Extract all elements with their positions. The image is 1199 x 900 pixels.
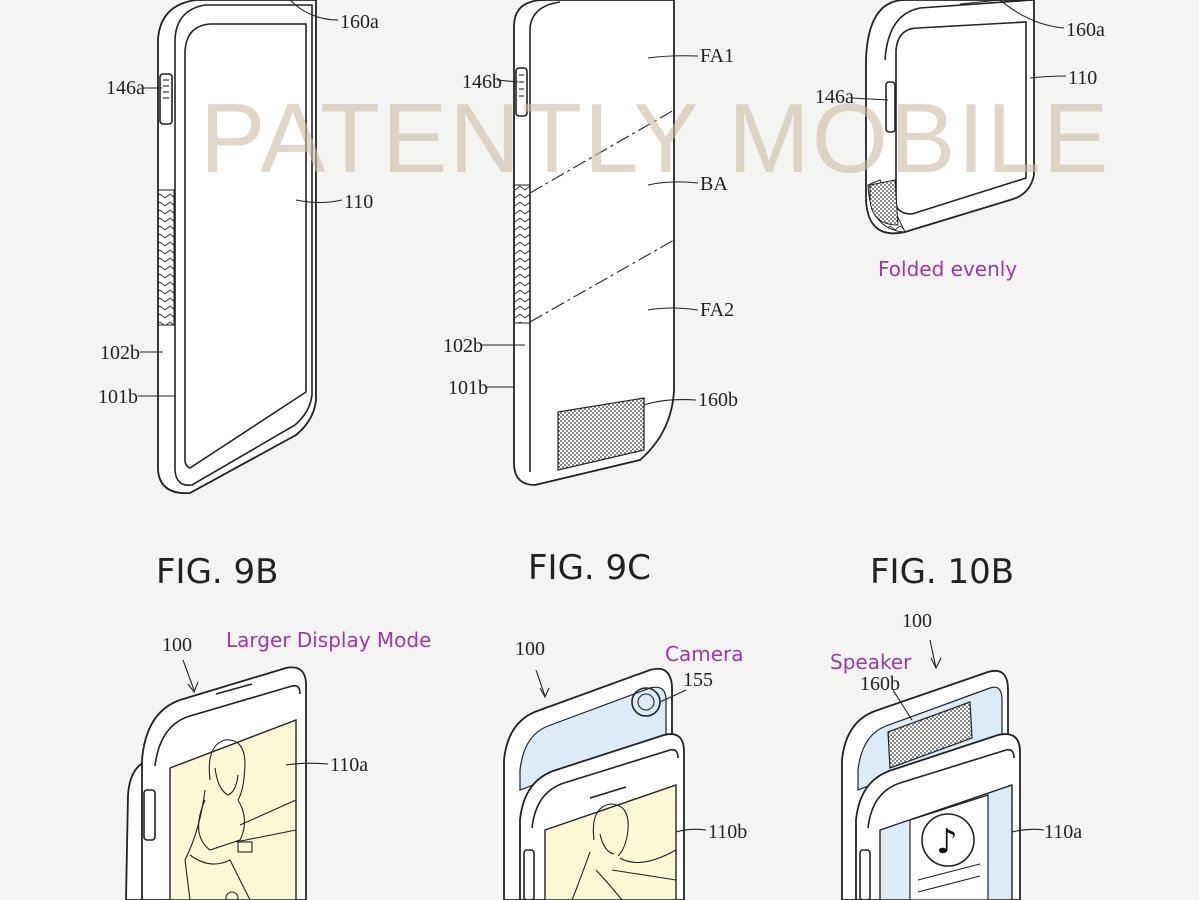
caption-speaker: Speaker bbox=[830, 650, 912, 674]
leader-lines-bottom-middle bbox=[535, 669, 707, 833]
leader-lines-top-middle bbox=[481, 55, 699, 406]
ref-110a-bottom-right: 110a bbox=[1044, 821, 1082, 843]
fig-label-9b: FIG. 9B bbox=[156, 552, 279, 592]
ref-ba: BA bbox=[700, 173, 728, 195]
caption-folded-evenly: Folded evenly bbox=[878, 257, 1017, 281]
music-note-icon: ♪ bbox=[936, 822, 958, 862]
caption-camera: Camera bbox=[665, 642, 744, 666]
ref-146b: 146b bbox=[462, 71, 502, 93]
ref-102b-top-left: 102b bbox=[100, 342, 140, 364]
ref-160b-top-middle: 160b bbox=[698, 389, 738, 411]
ref-fa1: FA1 bbox=[700, 45, 734, 67]
ref-146a-top-right: 146a bbox=[815, 86, 854, 108]
ref-100-bottom-left: 100 bbox=[162, 634, 192, 656]
phone-larger-display-mode bbox=[125, 666, 307, 900]
watermark-text: PATENTLY MOBILE bbox=[200, 83, 1110, 193]
ref-101b-top-left: 101b bbox=[98, 386, 138, 408]
ref-160b-bottom-right: 160b bbox=[860, 673, 900, 695]
ref-100-bottom-middle: 100 bbox=[515, 638, 545, 660]
fig-label-10b: FIG. 10B bbox=[870, 552, 1014, 592]
ref-fa2: FA2 bbox=[700, 299, 734, 321]
fig-label-9c: FIG. 9C bbox=[528, 548, 651, 588]
ref-100-bottom-right: 100 bbox=[902, 610, 932, 632]
ref-102b-top-middle: 102b bbox=[443, 335, 483, 357]
phone-speaker-mode: ♪ bbox=[841, 669, 1021, 900]
ref-160a-top-right: 160a bbox=[1066, 19, 1105, 41]
leader-lines-bottom-left bbox=[182, 659, 329, 766]
phone-folded-evenly bbox=[865, 0, 1035, 235]
phone-unfolded-front bbox=[157, 0, 317, 494]
phone-camera-mode bbox=[503, 667, 685, 900]
ref-110-top-right: 110 bbox=[1068, 67, 1097, 89]
ref-155: 155 bbox=[683, 669, 713, 691]
leader-lines-top-right bbox=[851, 0, 1067, 101]
ref-160a-top-left: 160a bbox=[340, 11, 379, 33]
ref-110b: 110b bbox=[708, 821, 747, 843]
phone-unfolded-back bbox=[513, 0, 675, 486]
ref-110a-bottom-left: 110a bbox=[330, 754, 368, 776]
leader-lines-top-left bbox=[138, 0, 343, 397]
caption-larger-display-mode: Larger Display Mode bbox=[226, 628, 431, 652]
leader-lines-bottom-right bbox=[892, 639, 1045, 833]
ref-146a-top-left: 146a bbox=[106, 77, 145, 99]
ref-101b-top-middle: 101b bbox=[448, 377, 488, 399]
ref-110-top-left: 110 bbox=[344, 191, 373, 213]
